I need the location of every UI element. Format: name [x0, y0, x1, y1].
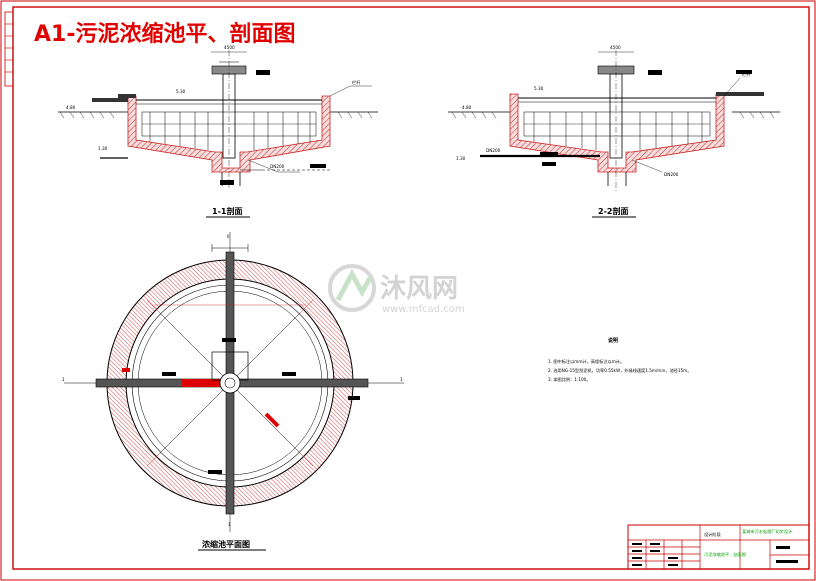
- title-block-stage: 设计阶段: [704, 531, 722, 538]
- svg-text:4.80: 4.80: [66, 105, 76, 110]
- watermark-url: www.mfcad.com: [382, 304, 465, 315]
- note-1: 1. 图中标注以mm计，高程标注以m计。: [548, 358, 624, 365]
- section-2-2-caption: 2-2剖面: [598, 206, 628, 216]
- plan-caption: 浓缩池平面图: [202, 539, 250, 549]
- svg-text:4500: 4500: [610, 45, 621, 50]
- svg-text:II: II: [227, 234, 229, 239]
- drawing-title: A1-污泥浓缩池平、剖面图: [34, 21, 295, 47]
- section-1-1-caption: 1-1剖面: [212, 206, 242, 216]
- svg-text:DN200: DN200: [486, 148, 501, 153]
- svg-text:1.30: 1.30: [98, 146, 108, 151]
- plan-view: 1 1 II 1: [62, 232, 404, 532]
- title-block-project: 某城市污水处理厂初步设计: [742, 528, 792, 535]
- svg-text:栏杆: 栏杆: [352, 79, 361, 86]
- left-margin-strip: [4, 11, 14, 87]
- title-block-drawing: 污泥浓缩池平、剖面图: [704, 551, 746, 558]
- watermark-brand: 沐风网: [380, 274, 458, 304]
- svg-text:DN200: DN200: [270, 164, 285, 169]
- svg-text:DN200: DN200: [664, 172, 679, 177]
- section-1-1-labels: 4.80 5.30 1.30 栏杆 DN200 4500: [66, 45, 361, 185]
- svg-text:1: 1: [228, 522, 231, 527]
- inner-frame: [12, 6, 810, 570]
- notes: 说明 1. 图中标注以mm计，高程标注以m计。 2. 选用NG-15型刮泥机，功…: [548, 337, 691, 383]
- svg-text:5.30: 5.30: [534, 86, 544, 91]
- watermark-logo-icon: [328, 264, 376, 312]
- svg-text:4500: 4500: [224, 45, 235, 50]
- note-2: 2. 选用NG-15型刮泥机，功率0.55kW，外缘线速度1.5m/min，池径…: [548, 367, 691, 374]
- section-2-2-labels: 4.80 5.30 1.30 DN200 4500 栏杆 DN200: [456, 45, 752, 177]
- notes-heading: 说明: [608, 337, 618, 344]
- svg-text:1: 1: [62, 377, 65, 382]
- section-1-1: [58, 50, 378, 190]
- watermark: 沐风网 www.mfcad.com: [328, 264, 465, 315]
- svg-text:1: 1: [400, 377, 403, 382]
- svg-text:栏杆: 栏杆: [742, 71, 751, 78]
- note-3: 3. 本图比例：1:100。: [548, 376, 591, 383]
- svg-text:4.80: 4.80: [462, 105, 472, 110]
- title-block: [627, 524, 810, 570]
- svg-text:5.30: 5.30: [176, 89, 186, 94]
- svg-text:1.30: 1.30: [456, 156, 466, 161]
- section-2-2: [448, 50, 780, 192]
- title-block-text: 设计阶段 某城市污水处理厂初步设计 污泥浓缩池平、剖面图: [632, 528, 798, 566]
